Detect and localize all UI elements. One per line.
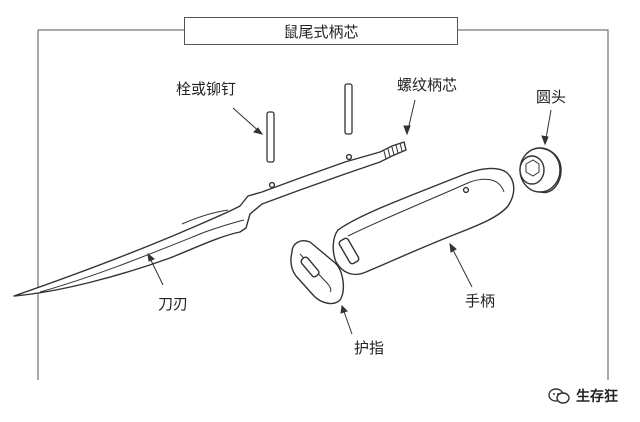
handle	[332, 167, 515, 276]
pommel	[519, 147, 562, 194]
knife-blade	[13, 141, 407, 297]
label-pin: 栓或铆钉	[176, 80, 237, 98]
label-pommel: 圆头	[536, 88, 567, 106]
label-threaded-tang: 螺纹柄芯	[397, 76, 458, 94]
pin-left	[266, 111, 275, 163]
pin-right	[344, 83, 353, 135]
outer-frame	[37, 29, 609, 380]
label-handle: 手柄	[465, 292, 496, 310]
finger-guard	[290, 240, 345, 305]
chat-bubble-icon	[548, 388, 570, 404]
leader-arrows	[147, 99, 552, 335]
watermark-text: 生存狂	[576, 389, 618, 405]
label-blade: 刀刃	[158, 295, 189, 313]
diagram-title: 鼠尾式柄芯	[184, 17, 458, 45]
watermark: 生存狂	[548, 386, 618, 406]
label-guard: 护指	[354, 339, 385, 357]
